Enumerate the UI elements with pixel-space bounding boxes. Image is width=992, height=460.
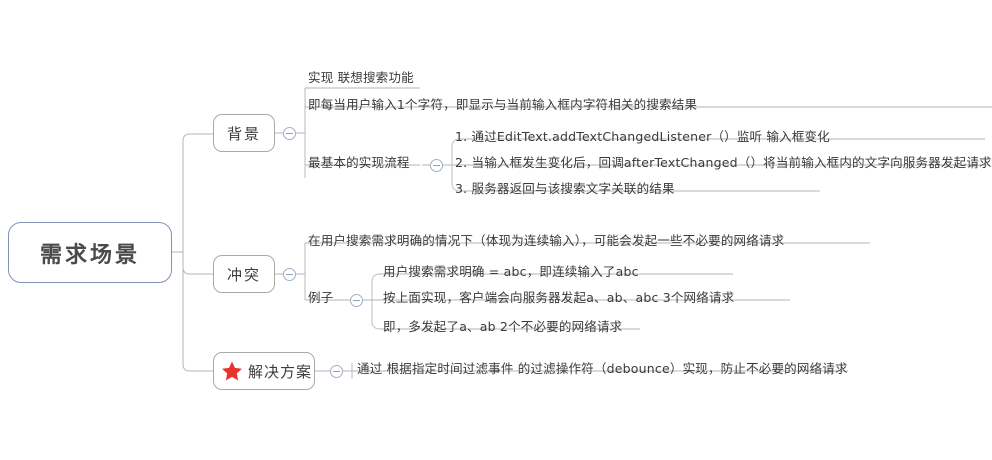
- red-star-icon: [221, 360, 243, 382]
- collapse-toggle-solution[interactable]: [330, 365, 343, 378]
- leaf-flow-step-3[interactable]: 3. 服务器返回与该搜索文字关联的结果: [455, 181, 675, 196]
- leaf-flow-step-1[interactable]: 1. 通过EditText.addTextChangedListener（）监听…: [455, 129, 830, 144]
- collapse-toggle-conflict[interactable]: [283, 268, 296, 281]
- root-label: 需求场景: [39, 242, 140, 268]
- leaf-flow-step-2[interactable]: 2. 当输入框发生变化后，回调afterTextChanged（）将当前输入框内…: [455, 155, 992, 170]
- branch-label-background: 背景: [226, 124, 261, 143]
- branch-node-conflict[interactable]: 冲突: [213, 255, 275, 293]
- branch-label-conflict: 冲突: [226, 265, 261, 284]
- branch-node-solution[interactable]: 解决方案: [213, 352, 315, 390]
- leaf-example-1[interactable]: 用户搜索需求明确 = abc，即连续输入了abc: [383, 264, 639, 279]
- branch-label-solution: 解决方案: [248, 362, 313, 381]
- collapse-toggle-example[interactable]: [350, 294, 363, 307]
- leaf-background-2[interactable]: 即每当用户输入1个字符，即显示与当前输入框内字符相关的搜索结果: [308, 97, 698, 112]
- leaf-background-1[interactable]: 实现 联想搜索功能: [308, 70, 414, 85]
- collapse-toggle-background[interactable]: [283, 127, 296, 140]
- leaf-conflict-example[interactable]: 例子: [308, 290, 334, 305]
- leaf-example-3[interactable]: 即，多发起了a、ab 2个不必要的网络请求: [383, 319, 623, 334]
- leaf-solution-1[interactable]: 通过 根据指定时间过滤事件 的过滤操作符（debounce）实现，防止不必要的网…: [357, 361, 848, 376]
- leaf-conflict-1[interactable]: 在用户搜索需求明确的情况下（体现为连续输入），可能会发起一些不必要的网络请求: [308, 233, 785, 248]
- leaf-example-2[interactable]: 按上面实现，客户端会向服务器发起a、ab、abc 3个网络请求: [383, 290, 735, 305]
- leaf-background-flow[interactable]: 最基本的实现流程: [308, 155, 410, 170]
- branch-node-background[interactable]: 背景: [213, 114, 275, 152]
- root-node[interactable]: 需求场景: [8, 222, 172, 283]
- collapse-toggle-flow[interactable]: [430, 159, 443, 172]
